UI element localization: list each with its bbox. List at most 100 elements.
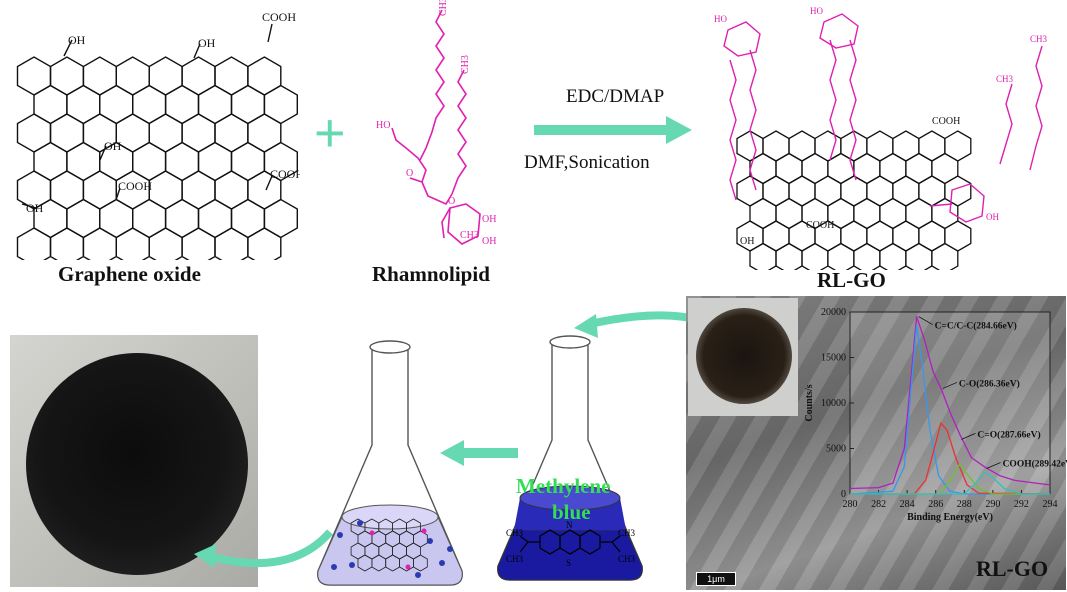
ho-label: HO	[810, 6, 823, 16]
x-tick-label: 284	[900, 499, 915, 510]
hexagon-ring	[49, 56, 85, 96]
hexagon-ring	[148, 113, 183, 153]
graphene-oxide-structure: OH OH COOH OH COOH COOH OH	[16, 10, 300, 260]
oh-label: OH	[198, 36, 216, 50]
hexagon-ring	[801, 242, 829, 270]
peak-annotation: COOH(289.42eV)	[1003, 459, 1067, 470]
x-tick-label: 286	[928, 499, 943, 510]
hexagon-ring	[214, 113, 249, 153]
hexagon-ring	[214, 170, 249, 210]
plus-sign: +	[314, 103, 346, 163]
hexagon-ring	[247, 227, 282, 260]
ho-label: HO	[714, 14, 727, 24]
ch3-label: CH3	[438, 0, 449, 16]
hexagon-ring	[99, 198, 134, 239]
hexagon-ring	[33, 84, 68, 125]
hexagon-ring	[230, 141, 266, 182]
annotation-leader	[918, 316, 933, 325]
hexagon-ring	[164, 141, 200, 182]
flask-methylene-blue: N S CH3 CH3 CH3 CH3	[497, 335, 643, 581]
s-label: S	[566, 558, 571, 568]
hexagon-ring	[827, 242, 855, 270]
hexagon-ring	[148, 56, 183, 96]
hexagon-ring	[181, 227, 216, 260]
x-tick-label: 294	[1043, 499, 1058, 510]
ho-label: HO	[376, 120, 390, 131]
o-label: O	[448, 196, 455, 207]
hexagon-ring	[16, 56, 52, 96]
hexagon-ring	[749, 242, 777, 270]
xps-series-line-4	[850, 471, 1050, 495]
hexagon-ring	[905, 242, 933, 270]
hexagon-ring	[853, 242, 881, 270]
y-tick-label: 0	[841, 489, 846, 500]
oh-label: OH	[740, 236, 754, 247]
hexagon-ring	[214, 56, 249, 96]
rhamnolipid-structure: CH3 CH3 HO O O CH3 OH OH	[376, 0, 496, 247]
cooh-label: COOH	[270, 167, 300, 181]
annotation-leader	[942, 382, 958, 389]
sem-panel: RL-GO 1μm	[686, 296, 1066, 590]
reagents-bottom: DMF,Sonication	[524, 152, 650, 173]
x-tick-label: 282	[871, 499, 886, 510]
hexagon-ring	[66, 198, 101, 239]
ch3-label: CH3	[1030, 34, 1048, 44]
hexagon-ring	[214, 227, 249, 260]
hexagon-ring	[181, 113, 216, 153]
oh-label: OH	[482, 214, 496, 225]
hexagon-ring	[66, 84, 101, 125]
hexagon-ring	[82, 56, 118, 96]
flask-adsorbed	[317, 340, 463, 586]
xps-series-line-1	[849, 325, 1050, 495]
ch3-label: CH3	[460, 55, 471, 74]
n-label: N	[566, 520, 573, 530]
rl-go-structure: COOH COOH OH HO HO CH3 CH3 OH	[714, 6, 1048, 270]
ch3-label: CH3	[506, 554, 524, 564]
hexagon-ring	[931, 242, 959, 270]
flask-arrow	[440, 440, 518, 466]
hexagon-ring	[148, 170, 183, 210]
hexagon-ring	[230, 198, 266, 239]
hexagon-ring	[164, 84, 200, 125]
powder-photo	[10, 335, 258, 587]
hexagon-ring	[164, 198, 200, 239]
hexagon-ring	[49, 170, 85, 210]
peak-annotation: C=O(287.66eV)	[977, 429, 1040, 440]
cooh-label: COOH	[262, 10, 296, 24]
oh-label: OH	[104, 139, 122, 153]
hexagon-ring	[247, 113, 282, 153]
scale-bar: 1μm	[696, 572, 736, 586]
oh-label: OH	[986, 212, 999, 222]
ch3-label: CH3	[996, 74, 1014, 84]
hexagon-ring	[413, 554, 428, 572]
hexagon-ring	[131, 84, 167, 125]
hexagon-ring	[197, 141, 233, 182]
hexagon-ring	[82, 170, 118, 210]
hexagon-ring	[82, 227, 118, 260]
y-tick-label: 15000	[821, 353, 846, 364]
xps-series-line-2	[850, 421, 1051, 495]
graphene-oxide-caption: Graphene oxide	[58, 262, 201, 286]
hexagon-ring	[148, 227, 183, 260]
y-tick-label: 10000	[821, 398, 846, 409]
xps-series-line-3	[850, 463, 1050, 495]
ch3-label: CH3	[506, 528, 524, 538]
hexagon-ring	[197, 198, 233, 239]
hexagon-ring	[115, 227, 150, 260]
hexagon-ring	[49, 113, 85, 153]
o-label: O	[406, 168, 413, 179]
hexagon-ring	[263, 198, 298, 239]
methylene-label: Methylene	[516, 474, 611, 498]
x-tick-label: 292	[1014, 499, 1029, 510]
peak-annotation: C-O(286.36eV)	[959, 378, 1020, 389]
sem-title: RL-GO	[976, 556, 1049, 581]
rhamnolipid-caption: Rhamnolipid	[372, 262, 490, 286]
hexagon-ring	[197, 84, 233, 125]
xps-series-line-0	[849, 316, 1051, 490]
blue-label: blue	[552, 500, 591, 524]
annotation-leader	[961, 433, 976, 440]
hexagon-ring	[181, 56, 216, 96]
hexagon-ring	[181, 170, 216, 210]
hexagon-ring	[879, 242, 907, 270]
